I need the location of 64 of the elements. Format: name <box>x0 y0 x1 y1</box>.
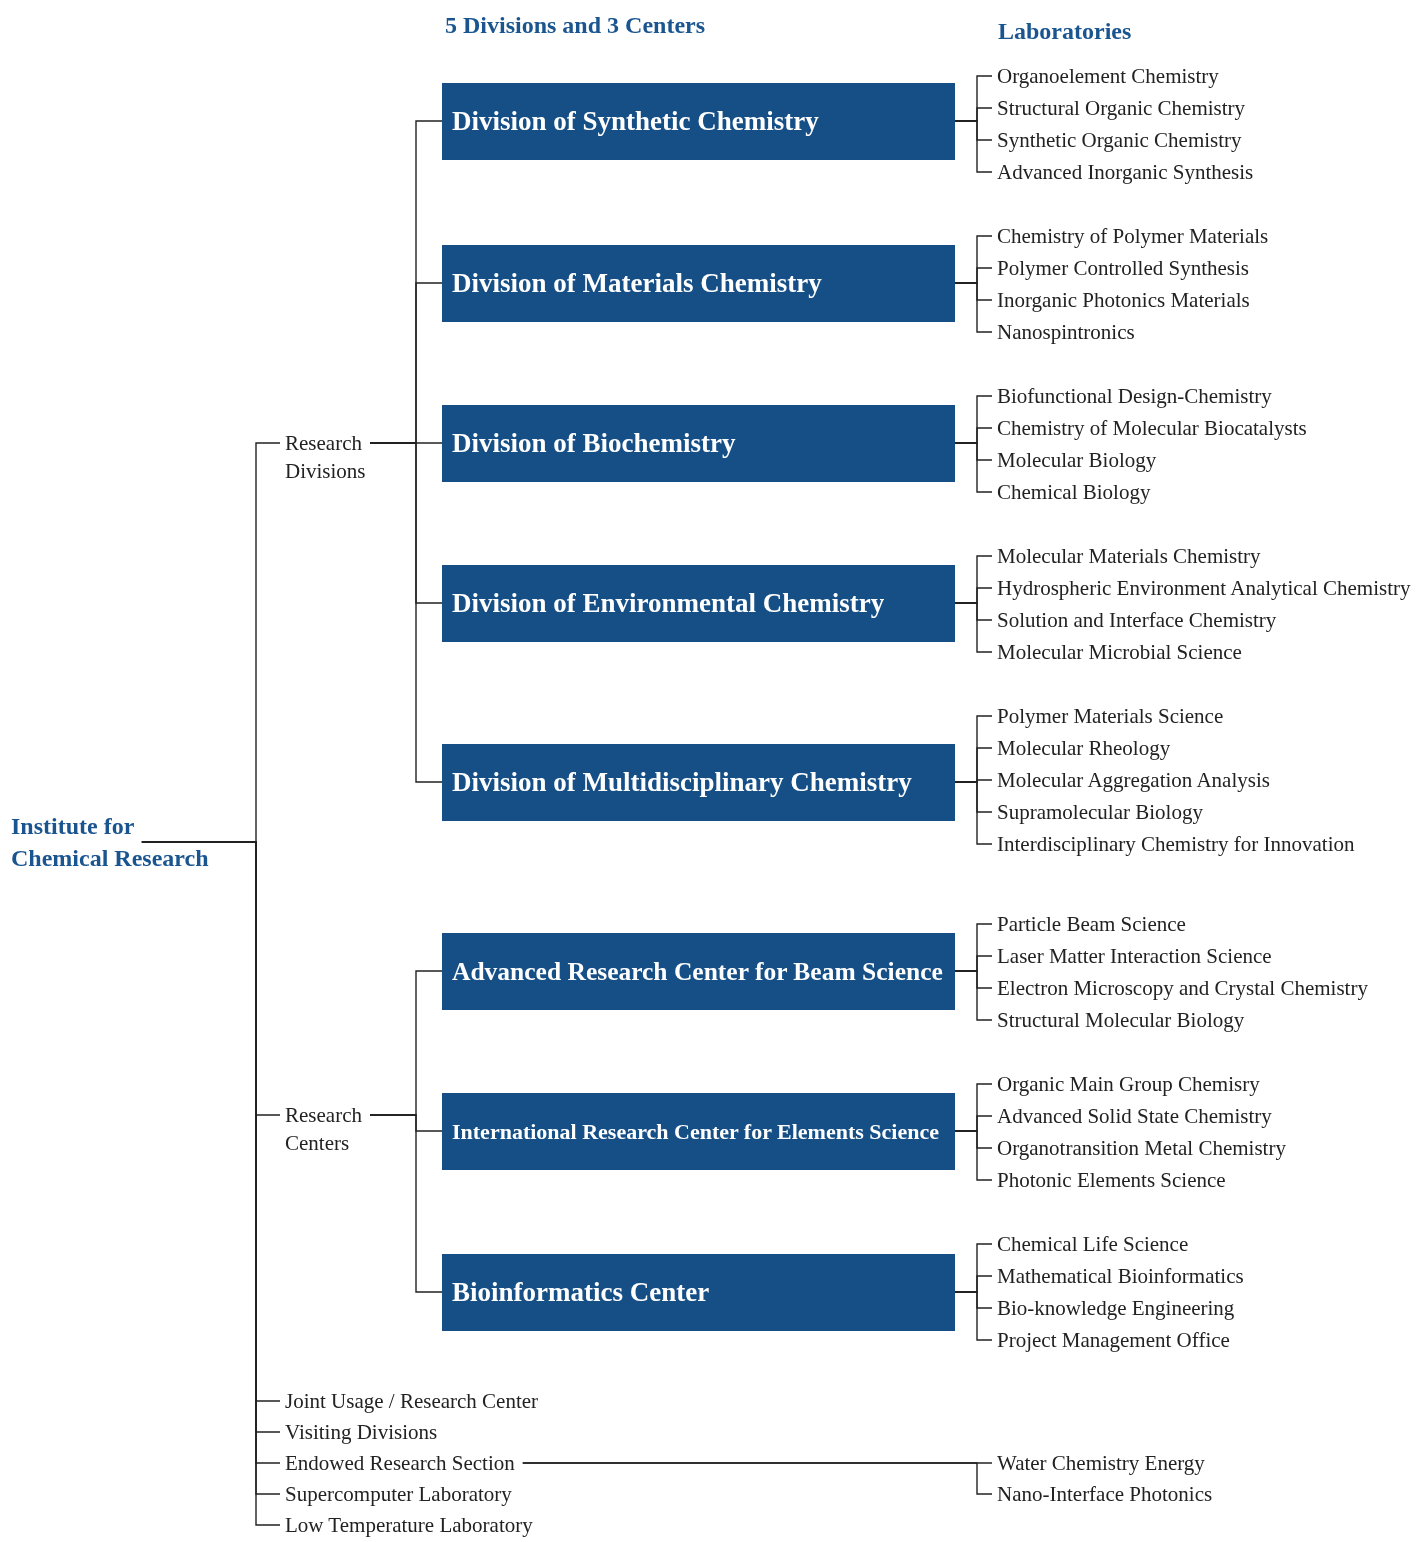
connector-line <box>954 120 993 173</box>
division-box: Division of Synthetic Chemistry <box>442 83 955 160</box>
column-heading: 5 Divisions and 3 Centers <box>445 12 706 39</box>
connector-line <box>954 970 993 1021</box>
laboratory-label: Polymer Controlled Synthesis <box>997 254 1249 282</box>
laboratory-label: Electron Microscopy and Crystal Chemistry <box>997 974 1368 1002</box>
connector-line <box>954 1291 993 1341</box>
connector-line <box>954 602 993 653</box>
laboratory-label: Structural Molecular Biology <box>997 1006 1245 1034</box>
laboratory-label: Molecular Biology <box>997 446 1157 474</box>
laboratory-label: Advanced Inorganic Synthesis <box>997 158 1254 186</box>
laboratory-label: Chemical Biology <box>997 478 1151 506</box>
laboratory-label: Low Temperature Laboratory <box>285 1511 533 1539</box>
laboratory-label: Mathematical Bioinformatics <box>997 1262 1244 1290</box>
laboratory-label: Inorganic Photonics Materials <box>997 286 1250 314</box>
laboratory-label: Nano-Interface Photonics <box>997 1480 1213 1508</box>
laboratory-label: Project Management Office <box>997 1326 1230 1354</box>
division-box: Division of Environmental Chemistry <box>442 565 955 642</box>
laboratory-label: Nanospintronics <box>997 318 1135 346</box>
connector-line <box>954 1130 993 1181</box>
laboratory-label: Laser Matter Interaction Science <box>997 942 1272 970</box>
division-box: Division of Biochemistry <box>442 405 955 482</box>
laboratory-label: Interdisciplinary Chemistry for Innovation <box>997 830 1355 858</box>
laboratory-label: Synthetic Organic Chemistry <box>997 126 1242 154</box>
laboratory-label: Organotransition Metal Chemistry <box>997 1134 1286 1162</box>
connector-line <box>369 442 443 783</box>
laboratory-label: Particle Beam Science <box>997 910 1186 938</box>
laboratory-label: Visiting Divisions <box>285 1418 438 1446</box>
division-box: Bioinformatics Center <box>442 1254 955 1331</box>
group-label: Research Divisions <box>285 429 385 485</box>
group-label: Research Centers <box>285 1101 385 1157</box>
laboratory-label: Advanced Solid State Chemistry <box>997 1102 1272 1130</box>
connector-line <box>954 282 993 333</box>
laboratory-label: Photonic Elements Science <box>997 1166 1226 1194</box>
laboratory-label: Supramolecular Biology <box>997 798 1203 826</box>
laboratory-label: Bio-knowledge Engineering <box>997 1294 1235 1322</box>
laboratory-label: Molecular Aggregation Analysis <box>997 766 1270 794</box>
laboratory-label: Hydrospheric Environment Analytical Chemistry <box>997 574 1411 602</box>
laboratory-label: Organoelement Chemistry <box>997 62 1219 90</box>
laboratory-label: Endowed Research Section <box>285 1449 515 1477</box>
laboratory-label: Chemistry of Polymer Materials <box>997 222 1269 250</box>
laboratory-label: Biofunctional Design-Chemistry <box>997 382 1272 410</box>
connector-line <box>369 1114 443 1293</box>
division-box: Division of Materials Chemistry <box>442 245 955 322</box>
laboratory-label: Chemistry of Molecular Biocatalysts <box>997 414 1307 442</box>
laboratory-label: Molecular Rheology <box>997 734 1171 762</box>
laboratory-label: Chemical Life Science <box>997 1230 1189 1258</box>
division-box: Advanced Research Center for Beam Science <box>442 933 955 1010</box>
division-box: International Research Center for Elements Science <box>442 1093 955 1170</box>
connector-line <box>954 781 993 845</box>
laboratory-label: Molecular Microbial Science <box>997 638 1242 666</box>
division-box: Division of Multidisciplinary Chemistry <box>442 744 955 821</box>
laboratory-label: Joint Usage / Research Center <box>285 1387 539 1415</box>
laboratory-label: Molecular Materials Chemistry <box>997 542 1261 570</box>
column-heading: Laboratories <box>998 18 1132 45</box>
laboratory-label: Polymer Materials Science <box>997 702 1224 730</box>
laboratory-label: Solution and Interface Chemistry <box>997 606 1277 634</box>
laboratory-label: Organic Main Group Chemisry <box>997 1070 1260 1098</box>
organization-title: Institute for Chemical Research <box>11 810 236 874</box>
connector-line <box>522 1462 993 1495</box>
laboratory-label: Supercomputer Laboratory <box>285 1480 512 1508</box>
connector-line <box>954 442 993 493</box>
laboratory-label: Structural Organic Chemistry <box>997 94 1246 122</box>
laboratory-label: Water Chemistry Energy <box>997 1449 1205 1477</box>
